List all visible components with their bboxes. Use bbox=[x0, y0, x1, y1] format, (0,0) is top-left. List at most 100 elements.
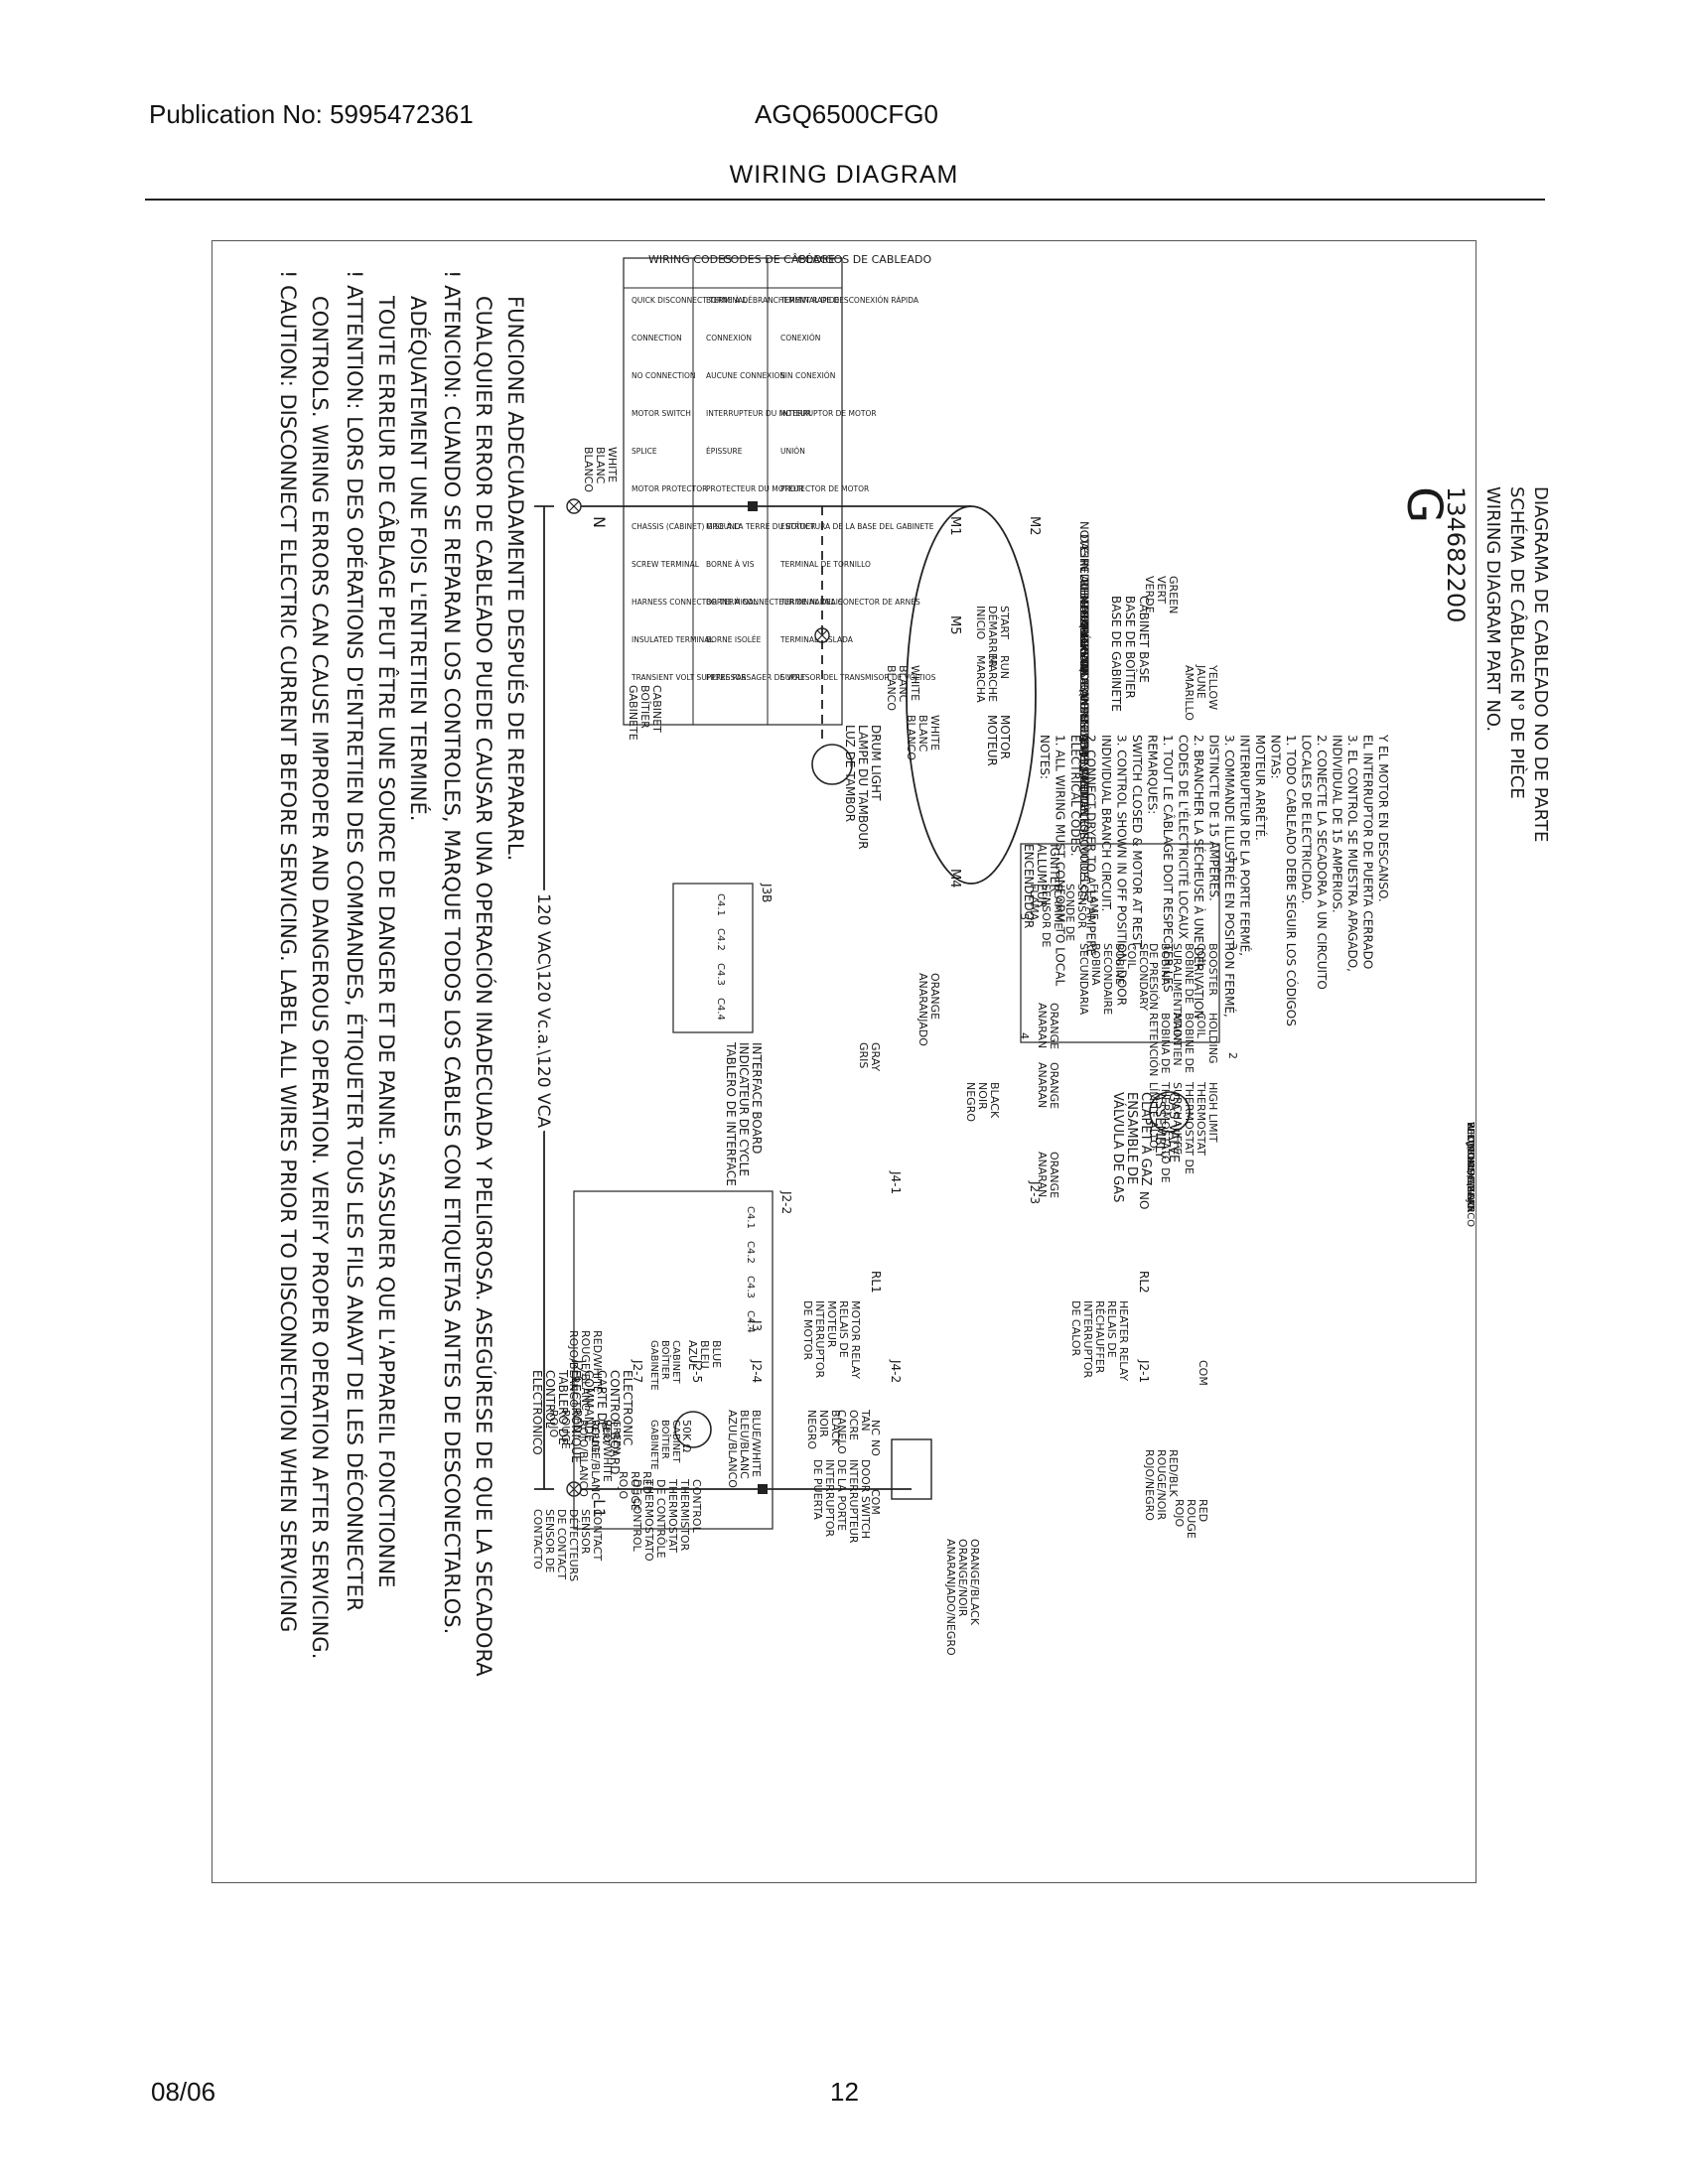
orange-wire-label: ORANGE bbox=[928, 973, 941, 1020]
black-wire-label: NOIR bbox=[817, 1410, 830, 1437]
note-line: 1. TOUT LE CÂBLAGE DOIT RESPECTER LES bbox=[1161, 735, 1176, 993]
electronic-control-board bbox=[573, 1190, 774, 1530]
red-wire-label: ROUGE bbox=[1185, 1499, 1197, 1539]
note-line: MOTEUR ARRÊTÉ. bbox=[1253, 735, 1268, 841]
motor-relay-label: RELAIS DE bbox=[837, 1300, 850, 1358]
part-number-caption: DIAGRAMA DE CABLEADO NO DE PARTE bbox=[1530, 486, 1551, 842]
legend-frame bbox=[623, 257, 843, 726]
legend-entry: BORNE ISOLÉE bbox=[706, 635, 762, 644]
legend-entry: CONNECTION bbox=[632, 334, 682, 342]
model-number: AGQ6500CFG0 bbox=[755, 99, 938, 129]
motor-relay-label: MOTEUR bbox=[825, 1300, 838, 1348]
n-label: N bbox=[590, 516, 609, 528]
caution-block: ! CAUTION: DISCONNECT ELECTRIC CURRENT B… bbox=[276, 270, 528, 1677]
white-wire-label: BLANCO bbox=[582, 447, 595, 492]
booster-coil-label: BOOSTER bbox=[1206, 943, 1219, 996]
flame-sensor-label: FLAMME bbox=[1052, 884, 1064, 929]
tan-wire-label: CANELO bbox=[835, 1410, 848, 1454]
legend-entry: TERMINAL DE TORNILLO bbox=[779, 560, 871, 569]
holding-coil-label: RETENCIÓN bbox=[1147, 1013, 1160, 1076]
m4-label: M4 bbox=[947, 869, 962, 888]
j2-2-label: J2-2 bbox=[779, 1190, 793, 1214]
blue-white-wire-label: BLUE/WHITE bbox=[750, 1410, 763, 1477]
door-switch-icon bbox=[891, 1438, 932, 1500]
red-white-wire-label: ROUGE/BLANC bbox=[579, 1330, 592, 1411]
c4-pin-label: C4.3 bbox=[745, 1276, 756, 1298]
flame-sensor-label: FLAME bbox=[1087, 884, 1100, 920]
orange-wire-label: ANARAN bbox=[1036, 1062, 1049, 1108]
contact-sensor-label: SENSOR bbox=[579, 1509, 592, 1555]
legend-entry: SIN CONEXIÓN bbox=[780, 371, 835, 380]
legend-entry: INTERRUPTEUR DU MOTEUR bbox=[706, 409, 811, 418]
red-black-wire-label: RED/BLK bbox=[1167, 1449, 1180, 1497]
run-winding-label: RUN bbox=[998, 655, 1011, 679]
caution-line: CUALQUIER ERROR DE CABLEADO PUEDE CAUSAR… bbox=[472, 296, 496, 1677]
cabinet-base-label: CABINET BASE bbox=[1137, 596, 1151, 683]
gray-wire-label: GRIS bbox=[857, 1042, 870, 1068]
interface-board-label: TABLERO DE INTERFACE bbox=[724, 1041, 738, 1186]
door-switch-label: INTERRUPTEUR bbox=[847, 1459, 860, 1544]
ecb-label: ELECTRONIC bbox=[621, 1370, 634, 1445]
cabinet-ground-label: CABINET bbox=[670, 1420, 681, 1463]
holding-coil-label: HOLDING bbox=[1206, 1013, 1219, 1064]
j2-6-label: J2-6 bbox=[571, 1359, 585, 1383]
c4-pin-label: C4.2 bbox=[745, 1241, 756, 1264]
orange-wire-label: ANARAN bbox=[1036, 1152, 1049, 1197]
holding-coil-label: BOBINE DE bbox=[1183, 1013, 1196, 1073]
l1-label: L1 bbox=[590, 1499, 609, 1518]
black-wire-label: BLACK bbox=[829, 1410, 842, 1446]
red-wire-label: ROJO bbox=[547, 1410, 560, 1438]
orange-black-wire-label: ORANGE/BLACK bbox=[968, 1539, 981, 1626]
drum-light-label: LUZ DE TAMBOR bbox=[843, 725, 857, 822]
j2-5-label: J2-5 bbox=[690, 1359, 704, 1383]
note-line: NOTE: bbox=[1077, 521, 1091, 557]
red-wire-label: ROJO bbox=[1173, 1499, 1186, 1528]
gas-valve-label: VÁLVULA DE GAS bbox=[1110, 1092, 1126, 1202]
legend-entry: INTERRUPTOR DE MOTOR bbox=[780, 409, 877, 418]
legend-header: WIRING CODES bbox=[648, 253, 732, 266]
note-line: CIRCUITS THAT ARE NOT bbox=[1077, 547, 1091, 688]
legend-entry: ESTRUCTURA DE LA BASE DEL GABINETE bbox=[780, 522, 934, 531]
legend-entry: AUCUNE CONNEXION bbox=[706, 371, 785, 380]
com-label: COM bbox=[1196, 1360, 1209, 1386]
c4-pin-label: C4.2 bbox=[715, 928, 726, 951]
n-terminal bbox=[566, 498, 582, 514]
publication-number: Publication No: 5995472361 bbox=[149, 99, 474, 129]
green-wire-label: GREEN bbox=[1167, 576, 1180, 614]
nc-label: NC bbox=[869, 1420, 882, 1435]
legend-entry: BORNE À CONNECTEUR DE HARNAIS bbox=[706, 598, 843, 607]
white-wire-label: BLANC bbox=[916, 715, 929, 752]
booster-coil-label: BOBINA bbox=[1159, 943, 1172, 986]
legend-header: CÓDIGOS DE CABLEADO bbox=[797, 253, 931, 266]
heater-relay-label: RELAIS DE bbox=[1105, 1300, 1118, 1358]
note-line: SWITCH CLOSED & MOTOR AT REST. bbox=[1130, 735, 1144, 950]
legend-entry: MOTOR PROTECTOR bbox=[632, 484, 707, 493]
cabinet-ground-label: GABINETE bbox=[627, 685, 639, 741]
flame-sensor-label: SENSOR bbox=[1075, 884, 1088, 929]
rotated-diagram: ! CAUTION: DISCONNECT ELECTRIC CURRENT B… bbox=[276, 253, 1551, 1677]
caution-line: FUNCIONE ADECUADAMENTE DESPUÉS DE REPARA… bbox=[503, 296, 528, 861]
harness-wire-label: YEL\JAUNE\AMARR bbox=[1465, 1121, 1476, 1213]
ecb-label: CARTE DE bbox=[595, 1370, 609, 1430]
note-line: REMARQUE: bbox=[1077, 580, 1091, 649]
j4-2-label: J4-2 bbox=[889, 1359, 903, 1383]
terminal-number: 5 bbox=[1018, 913, 1031, 920]
thermistor-label: THERMOSTAT bbox=[666, 1478, 679, 1553]
j3-label: J3 bbox=[750, 1319, 764, 1331]
blue-white-wire-label: BLEU/BLANC bbox=[738, 1410, 751, 1479]
door-switch-label: DE LA PORTE bbox=[835, 1459, 848, 1531]
cabinet-ground-label: CABINET bbox=[670, 1340, 681, 1384]
secondary-coil-label: BOBINA bbox=[1089, 943, 1102, 986]
voltage-label: 120 VAC\120 Vc.a.\120 VCA bbox=[533, 893, 553, 1128]
legend-entry: TRANSIENT VOLT SUPPRESSOR bbox=[631, 673, 746, 682]
legend-entry: SCREW TERMINAL bbox=[632, 560, 700, 569]
legend-entry: TERMINAL DE DESCONEXIÓN RÁPIDA bbox=[779, 296, 919, 305]
terminal-number: 1 bbox=[1226, 856, 1239, 863]
green-wire-label: GREEN bbox=[611, 1420, 622, 1454]
motor-relay-label: MOTOR RELAY bbox=[849, 1300, 862, 1379]
red-wire-label: RED bbox=[1196, 1499, 1209, 1522]
holding-coil-label: BOBINA DE bbox=[1159, 1013, 1172, 1074]
legend-entry: SPLICE bbox=[632, 447, 657, 456]
note-line: 3. EL CONTROL SE MUESTRA APAGADO, bbox=[1345, 735, 1359, 972]
